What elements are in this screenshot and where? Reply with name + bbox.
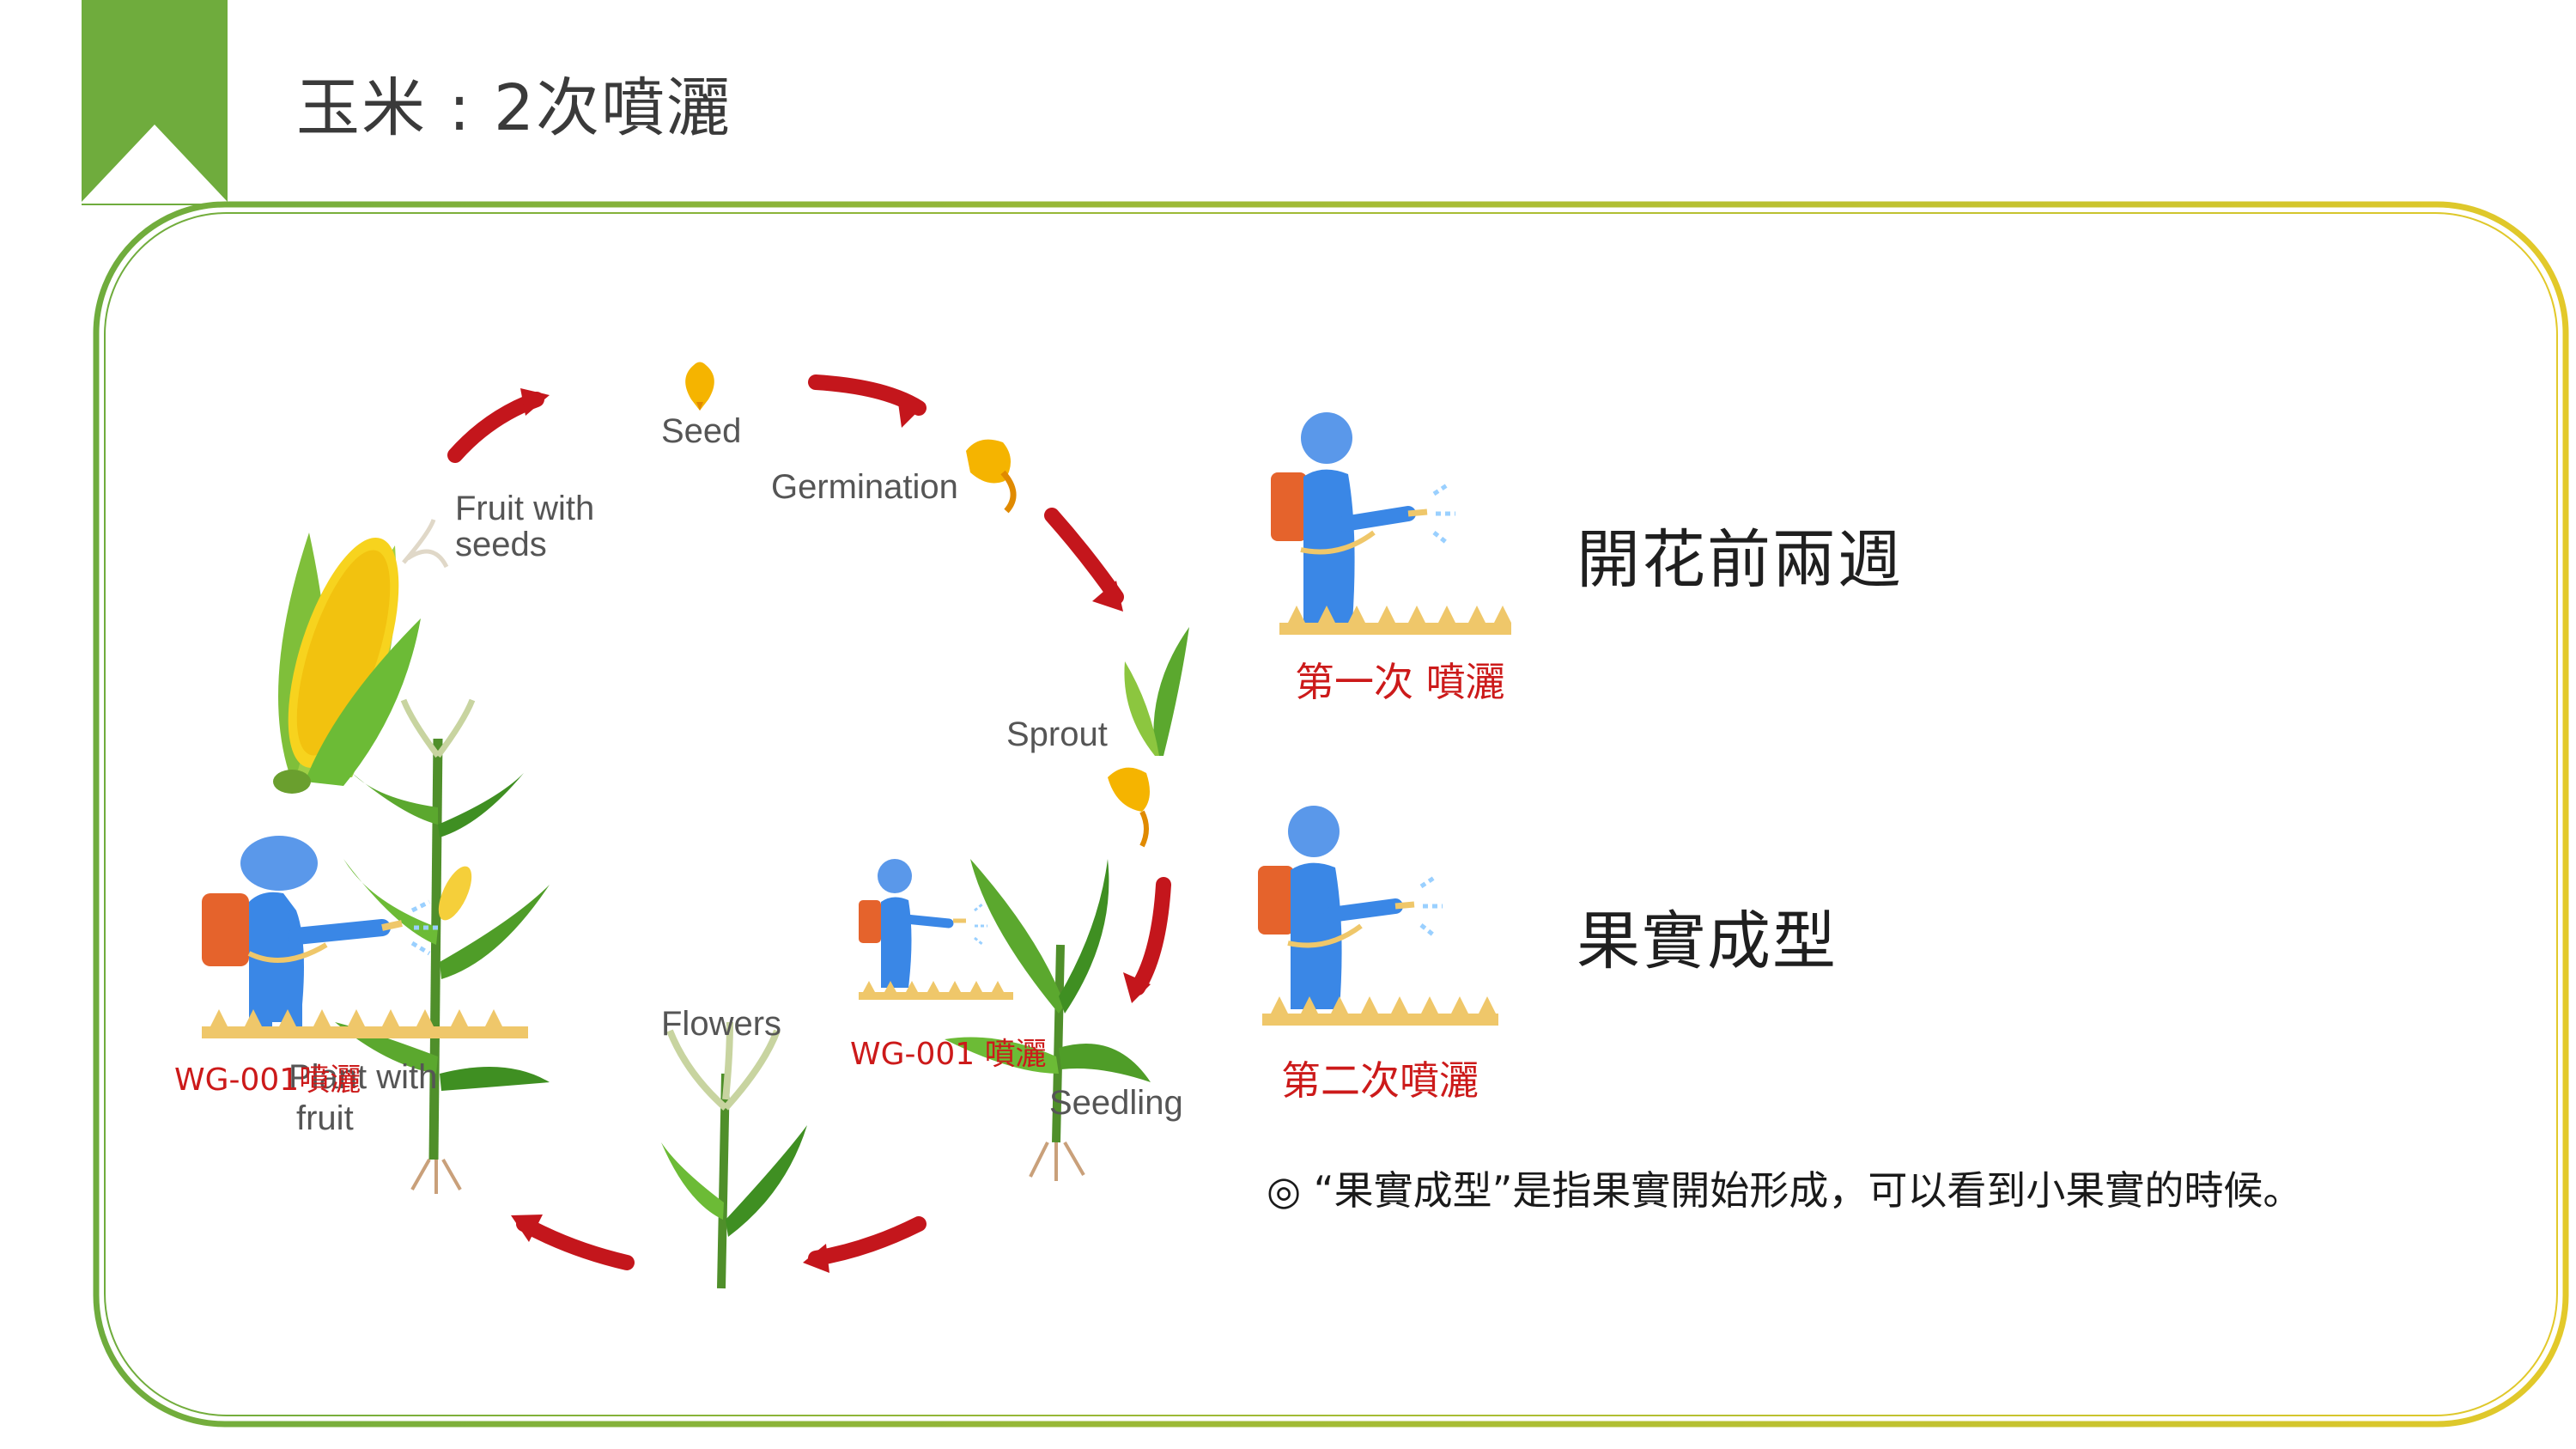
stage-label-flowers: Flowers bbox=[661, 1005, 782, 1043]
stage-label-fruit-seeds-line2: seeds bbox=[455, 526, 547, 563]
arrowhead-5 bbox=[511, 1215, 543, 1242]
page-title: 玉米 : 2次噴灑 bbox=[296, 71, 732, 145]
stage-label-plant-fruit-line2: fruit bbox=[296, 1099, 354, 1137]
stage-label-seedling: Seedling bbox=[1049, 1084, 1183, 1122]
sprout-illustration bbox=[1108, 627, 1189, 848]
arrowhead-2 bbox=[1092, 581, 1123, 612]
spray-label-left: WG-001噴灑 bbox=[174, 1062, 361, 1098]
cycle-arrowheads bbox=[511, 388, 1151, 1273]
stage-label-plant-fruit-line1: Plant with bbox=[289, 1058, 438, 1096]
arrow-sprout-seedling bbox=[1130, 877, 1171, 995]
spray-timing-first: 開花前兩週 bbox=[1577, 523, 1903, 597]
stage-label-germination: Germination bbox=[771, 468, 958, 506]
stage-label-seed: Seed bbox=[661, 412, 742, 450]
arrowhead-6 bbox=[520, 388, 550, 416]
arrowhead-3 bbox=[1123, 972, 1151, 1003]
sprayer-icon-first bbox=[1271, 412, 1511, 635]
seed-illustration bbox=[685, 362, 714, 411]
arrowhead-1 bbox=[897, 397, 926, 428]
spray-label-middle: WG-001 噴灑 bbox=[850, 1037, 1047, 1072]
seedling-illustration bbox=[945, 859, 1151, 1181]
arrow-flowers-fruit bbox=[516, 1216, 635, 1270]
content-frame bbox=[93, 201, 2569, 1428]
sprayer-person-middle bbox=[859, 859, 1013, 1000]
stage-label-sprout: Sprout bbox=[1006, 715, 1108, 753]
footnote: ◎ “果實成型”是指果實開始形成，可以看到小果實的時候。 bbox=[1267, 1167, 2303, 1214]
arrow-seedling-flowers bbox=[808, 1216, 927, 1266]
spray-timing-second: 果實成型 bbox=[1577, 904, 1838, 978]
content-frame-inner bbox=[104, 212, 2558, 1416]
sprayer-person-left bbox=[202, 836, 528, 1038]
spray-caption-second: 第二次噴灑 bbox=[1281, 1057, 1479, 1104]
arrowhead-4 bbox=[803, 1244, 829, 1273]
flowers-illustration bbox=[661, 1021, 807, 1289]
arrow-germination-sprout bbox=[1044, 508, 1124, 605]
sprayer-icon-second bbox=[1258, 806, 1498, 1026]
corner-tab bbox=[82, 0, 228, 202]
stage-label-fruit-seeds-line1: Fruit with bbox=[455, 490, 595, 527]
corn-cob-illustration bbox=[273, 519, 449, 794]
spray-caption-first: 第一次 噴灑 bbox=[1295, 659, 1505, 705]
plant-with-fruit-illustration bbox=[335, 698, 550, 1194]
germination-illustration bbox=[966, 439, 1017, 514]
